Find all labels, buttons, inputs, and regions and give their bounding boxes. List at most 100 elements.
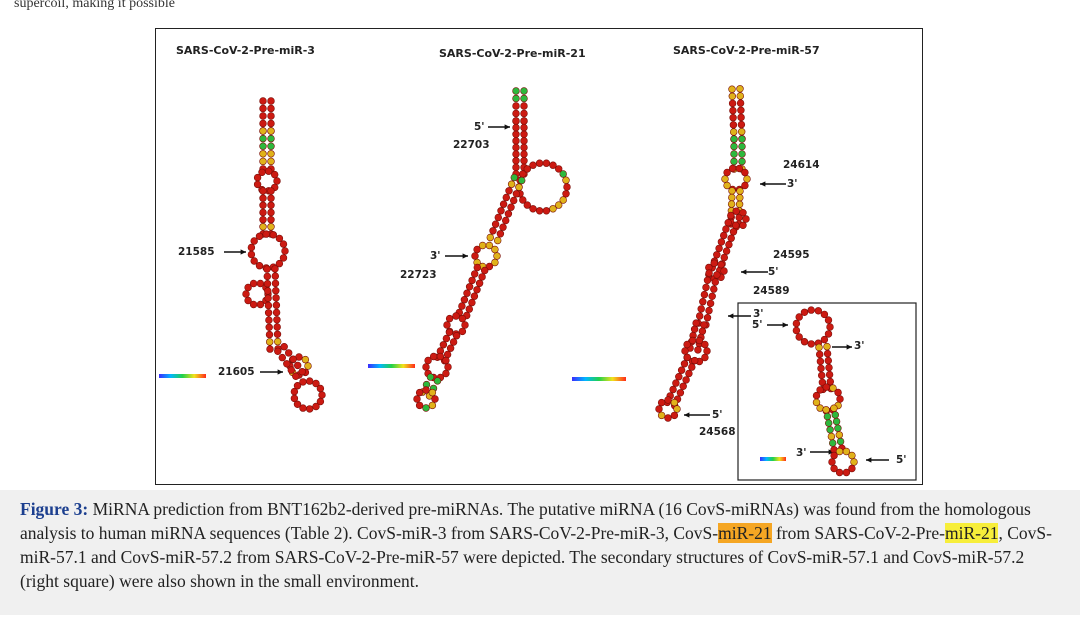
nucleotide-bead <box>816 386 824 394</box>
nucleotide-bead <box>263 280 272 288</box>
nucleotide-bead <box>728 193 736 202</box>
nucleotide-bead <box>499 200 508 208</box>
nucleotide-bead <box>825 370 834 379</box>
nucleotide-bead <box>444 363 452 371</box>
nucleotide-bead <box>736 92 744 100</box>
nucleotide-bead <box>523 201 531 209</box>
nucleotide-bead <box>265 338 274 346</box>
nucleotide-bead <box>727 234 735 242</box>
label-24614: 24614 <box>783 159 820 171</box>
nucleotide-bead <box>719 231 728 240</box>
nucleotide-bead <box>316 384 325 393</box>
nucleotide-bead <box>463 289 471 297</box>
nucleotide-bead <box>267 216 275 224</box>
nucleotide-bead <box>535 207 544 215</box>
nucleotide-bead <box>710 285 718 293</box>
nucleotide-bead <box>247 243 256 252</box>
nucleotide-bead <box>249 300 258 309</box>
nucleotide-bead <box>850 458 858 466</box>
nucleotide-bead <box>694 346 702 354</box>
nucleotide-bead <box>741 181 749 190</box>
nucleotide-bead <box>826 426 834 434</box>
label-22723: 22723 <box>400 269 437 281</box>
nucleotide-bead <box>458 314 467 323</box>
nucleotide-bead <box>436 352 445 361</box>
label-24589: 24589 <box>753 285 790 297</box>
nucleotide-bead <box>829 384 837 392</box>
nucleotide-bead <box>255 262 264 270</box>
nucleotide-bead <box>312 402 320 411</box>
nucleotide-bead <box>273 323 281 331</box>
nucleotide-bead <box>259 216 267 224</box>
nucleotide-bead <box>688 336 697 345</box>
nucleotide-bead <box>729 121 738 129</box>
nucleotide-bead <box>690 356 699 365</box>
nucleotide-bead <box>253 180 262 189</box>
nucleotide-bead <box>705 306 713 315</box>
nucleotide-bead <box>699 298 707 306</box>
nucleotide-bead <box>519 196 527 204</box>
nucleotide-bead <box>815 343 823 352</box>
nucleotide-bead <box>267 201 275 210</box>
pointer-arrow-head <box>277 369 283 375</box>
nucleotide-bead <box>290 387 299 396</box>
nucleotide-bead <box>562 190 570 198</box>
preceding-text-fragment: supercoil, making it possible <box>14 0 175 11</box>
panel-title-pre-mir-3: SARS-CoV-2-Pre-miR-3 <box>176 44 315 57</box>
nucleotide-bead <box>269 231 278 239</box>
nucleotide-bead <box>724 219 732 227</box>
nucleotide-bead <box>743 175 751 183</box>
nucleotide-bead <box>445 314 454 323</box>
nucleotide-bead <box>720 253 728 262</box>
nucleotide-bead <box>520 94 528 103</box>
nucleotide-bead <box>555 165 563 173</box>
nucleotide-bead <box>512 157 520 165</box>
nucleotide-bead <box>259 97 267 105</box>
nucleotide-bead <box>520 87 528 95</box>
nucleotide-bead <box>422 386 430 394</box>
nucleotide-bead <box>792 326 801 335</box>
nucleotide-bead <box>491 258 499 267</box>
nucleotide-bead <box>823 342 831 351</box>
nucleotide-bead <box>722 247 731 255</box>
nucleotide-bead <box>730 142 738 151</box>
nucleotide-bead <box>676 389 685 397</box>
nucleotide-bead <box>529 205 537 213</box>
nucleotide-bead <box>267 134 275 143</box>
nucleotide-bead <box>682 376 690 384</box>
nucleotide-bead <box>715 244 723 253</box>
nucleotide-bead <box>267 194 275 202</box>
label-21585: 21585 <box>178 246 215 258</box>
nucleotide-bead <box>507 180 516 188</box>
nucleotide-bead <box>701 340 709 349</box>
nucleotide-bead <box>491 245 499 254</box>
caption-highlight-yellow: miR-21 <box>944 523 999 543</box>
nucleotide-bead <box>817 364 825 373</box>
nucleotide-bead <box>736 99 745 107</box>
rna-structures-drawing <box>159 85 917 481</box>
nucleotide-bead <box>723 181 731 190</box>
nucleotide-bead <box>703 276 712 285</box>
nucleotide-bead <box>486 233 494 242</box>
nucleotide-bead <box>720 267 728 275</box>
nucleotide-bead <box>677 366 686 374</box>
nucleotide-bead <box>259 201 267 210</box>
nucleotide-bead <box>262 230 270 238</box>
nucleotide-bead <box>504 210 513 218</box>
nucleotide-bead <box>289 355 297 363</box>
nucleotide-bead <box>736 85 744 93</box>
nucleotide-bead <box>737 120 746 129</box>
nucleotide-bead <box>247 250 256 259</box>
nucleotide-bead <box>814 307 822 315</box>
nucleotide-bead <box>706 299 715 308</box>
label-3prime-24589: 3' <box>753 308 764 320</box>
nucleotide-bead <box>823 349 832 358</box>
nucleotide-bead <box>831 411 839 419</box>
nucleotide-bead <box>515 183 523 191</box>
nucleotide-bead <box>512 130 520 139</box>
nucleotide-bead <box>424 356 432 365</box>
nucleotide-bead <box>738 142 746 151</box>
nucleotide-bead <box>792 319 801 328</box>
nucleotide-bead <box>290 394 299 403</box>
nucleotide-bead <box>680 360 689 368</box>
